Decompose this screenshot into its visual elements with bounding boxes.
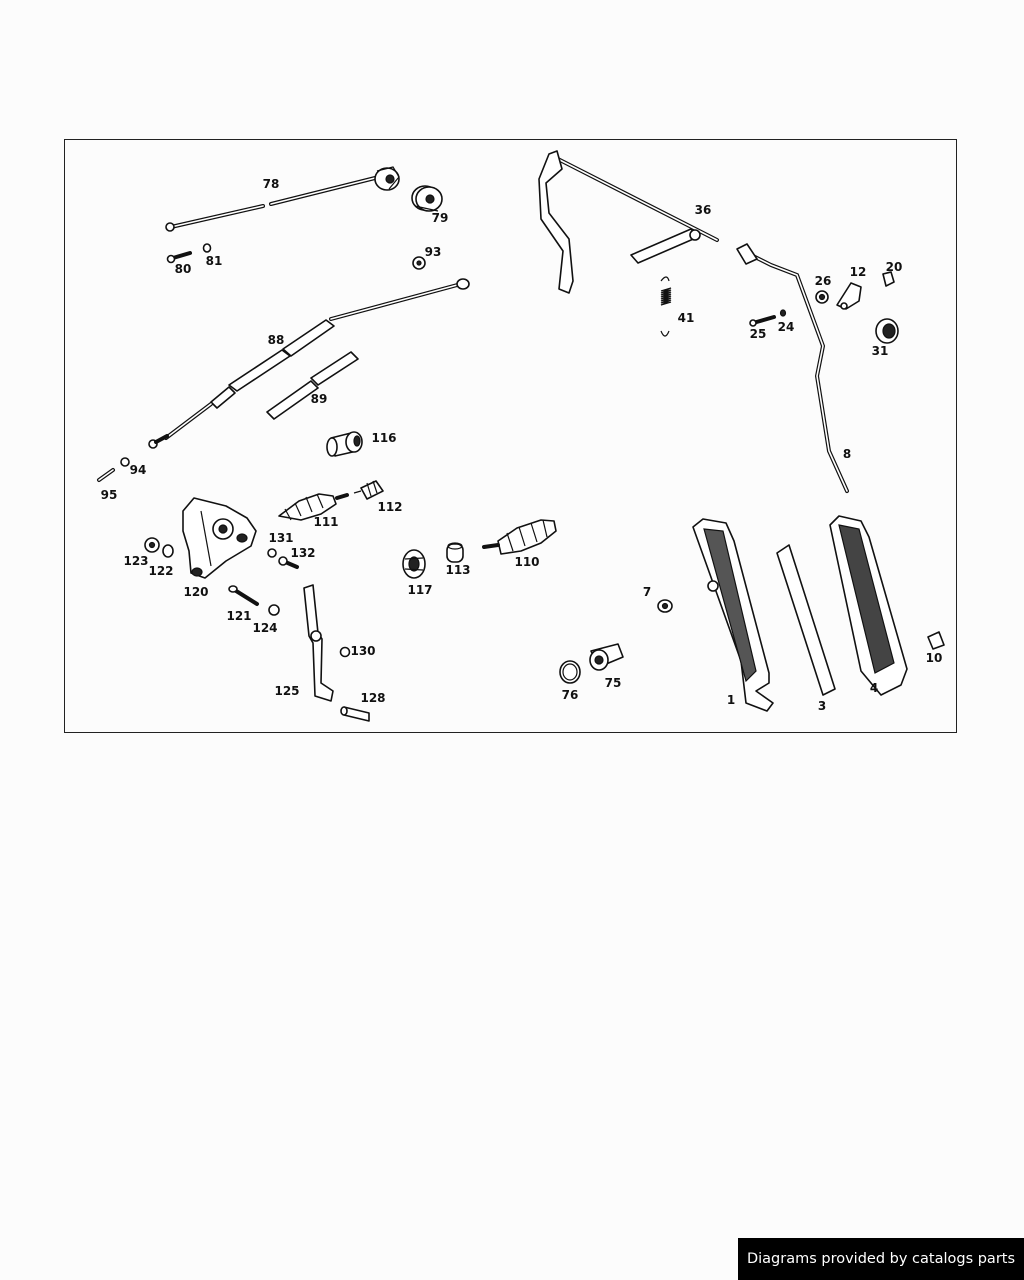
- exploded-parts-diagram: 78 79 80 81 93 88 89 94 95 116 111 112 1…: [97, 150, 945, 722]
- callout-80: 80: [175, 262, 192, 276]
- callout-10: 10: [926, 651, 943, 665]
- part-76-ring: [559, 660, 581, 684]
- part-112-valve: [353, 480, 384, 500]
- part-95-pin: [97, 468, 115, 482]
- part-121-bolt: [228, 585, 259, 606]
- callout-24: 24: [778, 320, 795, 334]
- part-36-shaft: [538, 150, 719, 294]
- part-78-cable: [165, 166, 400, 232]
- part-75-plug: [589, 643, 624, 671]
- callout-116: 116: [371, 431, 396, 445]
- callout-110: 110: [514, 555, 539, 569]
- part-25-screw: [749, 315, 776, 327]
- callout-95: 95: [101, 488, 118, 502]
- callout-89: 89: [311, 392, 328, 406]
- callout-121: 121: [226, 609, 251, 623]
- callout-1: 1: [727, 693, 735, 707]
- callout-125: 125: [274, 684, 299, 698]
- part-128-sleeve: [340, 706, 370, 722]
- callout-93: 93: [425, 245, 442, 259]
- part-117-bushing: [402, 549, 426, 579]
- callout-132: 132: [290, 546, 315, 560]
- callout-12: 12: [850, 265, 867, 279]
- callout-120: 120: [183, 585, 208, 599]
- part-3-pad: [776, 544, 836, 696]
- callout-labels: 78 79 80 81 93 88 89 94 95 116 111 112 1…: [101, 177, 943, 713]
- part-24-washer: [779, 309, 787, 317]
- callout-25: 25: [750, 327, 767, 341]
- part-31-grommet: [875, 318, 899, 344]
- callout-123: 123: [123, 554, 148, 568]
- callout-78: 78: [263, 177, 280, 191]
- callout-79: 79: [432, 211, 449, 225]
- part-81-washer: [202, 243, 212, 253]
- part-80-pin: [166, 251, 192, 264]
- callout-4: 4: [870, 681, 878, 695]
- part-12-clip: [836, 282, 862, 310]
- part-120-bracket: [182, 497, 257, 579]
- callout-26: 26: [815, 274, 832, 288]
- callout-128: 128: [360, 691, 385, 705]
- part-20-nut: [882, 271, 895, 287]
- part-113-sleeve: [446, 542, 464, 563]
- parts-diagram-frame: 78 79 80 81 93 88 89 94 95 116 111 112 1…: [64, 139, 957, 733]
- callout-31: 31: [872, 344, 889, 358]
- credit-banner: Diagrams provided by catalogs parts: [738, 1238, 1024, 1280]
- part-110-valve-assembly: [482, 519, 557, 555]
- callout-124: 124: [252, 621, 277, 635]
- callout-130: 130: [350, 644, 375, 658]
- callout-20: 20: [886, 260, 903, 274]
- callout-81: 81: [206, 254, 223, 268]
- part-131-washer: [267, 548, 277, 558]
- callout-122: 122: [148, 564, 173, 578]
- part-79-pulley: [411, 185, 443, 212]
- part-89-sleeves: [266, 351, 359, 420]
- part-88-linkage-rod: [148, 278, 470, 449]
- part-132-bolt: [278, 556, 299, 569]
- part-26-bushing: [815, 290, 829, 304]
- callout-94: 94: [130, 463, 147, 477]
- part-1-pedal: [692, 518, 774, 712]
- callout-36: 36: [695, 203, 712, 217]
- part-8-rod: [736, 243, 849, 493]
- callout-112: 112: [377, 500, 402, 514]
- callout-131: 131: [268, 531, 293, 545]
- part-10-clip: [927, 631, 945, 650]
- part-124-nut: [268, 604, 280, 616]
- part-94-washer: [120, 457, 130, 467]
- part-123-nut: [144, 537, 160, 553]
- callout-7: 7: [643, 585, 651, 599]
- part-111-valve: [278, 493, 349, 521]
- callout-3: 3: [818, 699, 826, 713]
- callout-75: 75: [605, 676, 622, 690]
- part-130-washer: [339, 646, 351, 658]
- callout-41: 41: [678, 311, 695, 325]
- callout-117: 117: [407, 583, 432, 597]
- part-125-lever: [303, 584, 334, 702]
- callout-8: 8: [843, 447, 851, 461]
- part-116-plug: [326, 431, 363, 457]
- callout-111: 111: [313, 515, 338, 529]
- part-41-spring: [660, 276, 672, 337]
- part-122-washer: [162, 544, 174, 558]
- credit-text: Diagrams provided by catalogs parts: [746, 1251, 1016, 1267]
- callout-76: 76: [562, 688, 579, 702]
- part-7-nut: [657, 599, 673, 613]
- part-4-pedal: [829, 515, 908, 696]
- part-93-nut: [412, 256, 426, 270]
- callout-113: 113: [445, 563, 470, 577]
- callout-88: 88: [268, 333, 285, 347]
